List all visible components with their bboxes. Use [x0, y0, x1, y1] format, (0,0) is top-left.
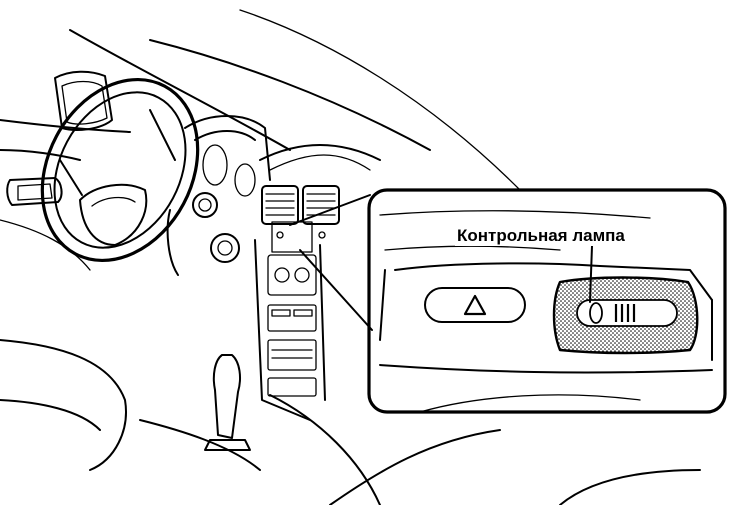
- center-console: [254, 239, 326, 421]
- hazard-switch: [424, 287, 526, 323]
- side-mirror: [54, 70, 113, 131]
- steering-wheel: [40, 77, 200, 263]
- door-panel: [0, 149, 91, 271]
- gear-shifter: [139, 354, 381, 505]
- indicator-lamp-icon: [576, 299, 678, 327]
- seats: [0, 339, 701, 505]
- hazard-warning-triangle-icon: [463, 294, 487, 316]
- windshield-frame: [0, 9, 521, 191]
- dashboard-top: [259, 144, 381, 171]
- indicator-lamp-label: Контрольная лампа: [455, 226, 627, 246]
- callout-box: [367, 188, 727, 414]
- indicator-lamp-highlight: [552, 276, 699, 355]
- callout-leader-lines: [271, 194, 373, 331]
- center-air-vents: [261, 185, 340, 239]
- instrument-cluster: [166, 115, 271, 276]
- label-pointer: [589, 245, 593, 303]
